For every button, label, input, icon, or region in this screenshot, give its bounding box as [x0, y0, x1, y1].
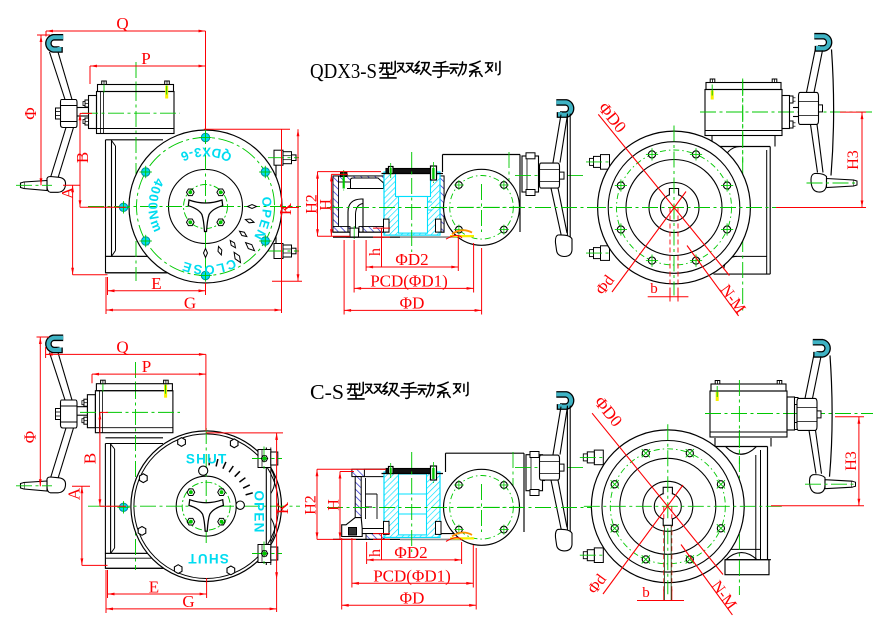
svg-text:P: P [142, 357, 151, 376]
svg-text:h: h [367, 549, 384, 557]
svg-text:G: G [184, 294, 196, 313]
svg-text:H: H [318, 199, 335, 211]
svg-text:E: E [151, 274, 161, 293]
svg-text:SHUT: SHUT [186, 452, 228, 467]
svg-text:H2: H2 [303, 495, 320, 515]
svg-text:4000Nm: 4000Nm [145, 176, 167, 235]
svg-text:P: P [141, 49, 150, 68]
svg-text:H: H [326, 499, 343, 511]
svg-text:K: K [273, 501, 292, 514]
svg-text:OPEN: OPEN [252, 490, 267, 533]
svg-text:QDX3-S: QDX3-S [310, 59, 377, 83]
svg-text:b: b [642, 585, 650, 601]
svg-text:G: G [182, 592, 194, 611]
svg-text:h: h [367, 248, 384, 256]
svg-text:H3: H3 [845, 150, 862, 170]
svg-text:PCD(ΦD1): PCD(ΦD1) [373, 566, 451, 585]
svg-text:C-S: C-S [310, 380, 344, 404]
svg-text:K: K [276, 202, 295, 215]
svg-text:Q: Q [116, 14, 128, 33]
svg-text:E: E [149, 577, 159, 596]
svg-text:B: B [81, 453, 100, 464]
svg-text:A: A [65, 487, 84, 500]
svg-text:Q: Q [116, 338, 128, 357]
svg-text:H2: H2 [304, 194, 321, 214]
svg-text:B: B [73, 152, 92, 163]
svg-text:ΦD: ΦD [400, 588, 425, 607]
svg-text:ΦD2: ΦD2 [394, 543, 427, 562]
svg-text:Φ: Φ [21, 107, 40, 119]
svg-text:b: b [650, 281, 658, 297]
svg-text:A: A [58, 186, 77, 199]
svg-text:ΦD2: ΦD2 [395, 250, 428, 269]
svg-text:QDX3-6: QDX3-6 [177, 145, 233, 165]
svg-text:SHUT: SHUT [187, 551, 229, 566]
svg-text:H3: H3 [843, 451, 860, 471]
svg-text:ΦD: ΦD [400, 294, 425, 313]
svg-text:Φ: Φ [21, 431, 40, 443]
svg-text:PCD(ΦD1): PCD(ΦD1) [370, 272, 448, 291]
